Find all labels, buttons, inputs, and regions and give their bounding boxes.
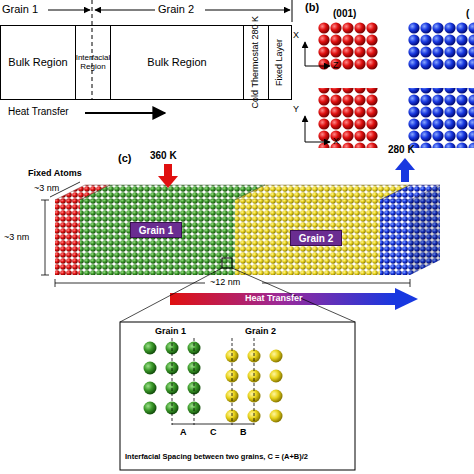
panel-b-lattice	[305, 22, 474, 148]
bulk-region-band: Bulk Region	[110, 25, 244, 100]
bulk-region-band: Bulk Region	[0, 25, 76, 100]
grain-heading: Grain 2	[158, 3, 194, 16]
axis-label: Z	[333, 60, 339, 70]
node-text-group: Grain 2	[299, 233, 333, 244]
plane-index: (001)	[333, 8, 356, 20]
inset-grain-label: Grain 1	[155, 326, 186, 336]
spacing-letter: C	[210, 427, 217, 437]
node-text-group: Bulk Region	[8, 56, 67, 68]
fixed-layer-band: Fixed Layer	[268, 25, 292, 100]
panel-c-block	[41, 158, 440, 310]
node-text-group: Interfacial Region	[76, 54, 111, 72]
node-label: Bulk Region	[8, 56, 67, 68]
interface-inset	[120, 258, 355, 470]
node-label: Interfacial Region	[76, 54, 111, 72]
heat-flow-label: Heat Transfer	[245, 293, 303, 303]
dimension-label: ~3 nm	[4, 232, 29, 242]
grain-tag: Grain 1	[130, 222, 182, 238]
grain-tag: Grain 2	[290, 230, 342, 246]
axis-label: X	[333, 136, 339, 146]
plane-index: (	[466, 8, 469, 20]
temperature-label: 280 K	[388, 144, 415, 156]
dimension-label: ~3 nm	[34, 183, 59, 193]
panel-a-schematic	[48, 0, 292, 113]
heat-flow-label: Heat Transfer	[8, 106, 69, 118]
panel-letter: (b)	[305, 1, 319, 14]
node-label: Cold Thermostat 280 K	[251, 16, 261, 108]
axis-label: X	[293, 30, 299, 40]
inset-grain-label: Grain 2	[245, 326, 276, 336]
node-text-group: Cold Thermostat 280 K	[251, 16, 261, 108]
node-label: Grain 1	[139, 225, 173, 236]
grain-heading: Grain 1	[2, 3, 38, 16]
spacing-letter: A	[180, 427, 187, 437]
node-text-group: Fixed Layer	[275, 39, 285, 86]
node-text-group: Grain 1	[139, 225, 173, 236]
thermostat-band: Cold Thermostat 280 K	[243, 25, 269, 100]
node-label: Bulk Region	[147, 56, 206, 68]
axis-label: Y	[293, 104, 299, 114]
inset-caption: Interfacial Spacing between two grains, …	[125, 453, 308, 462]
spacing-letter: B	[240, 427, 247, 437]
fixed-atoms-label: Fixed Atoms	[28, 168, 82, 178]
dimension-label: ~12 nm	[210, 277, 240, 287]
interfacial-region-band: Interfacial Region	[75, 25, 111, 100]
node-label: Fixed Layer	[275, 39, 285, 86]
node-label: Grain 2	[299, 233, 333, 244]
node-text-group: Bulk Region	[147, 56, 206, 68]
panel-letter: (c)	[118, 152, 131, 165]
temperature-label: 360 K	[150, 150, 177, 162]
